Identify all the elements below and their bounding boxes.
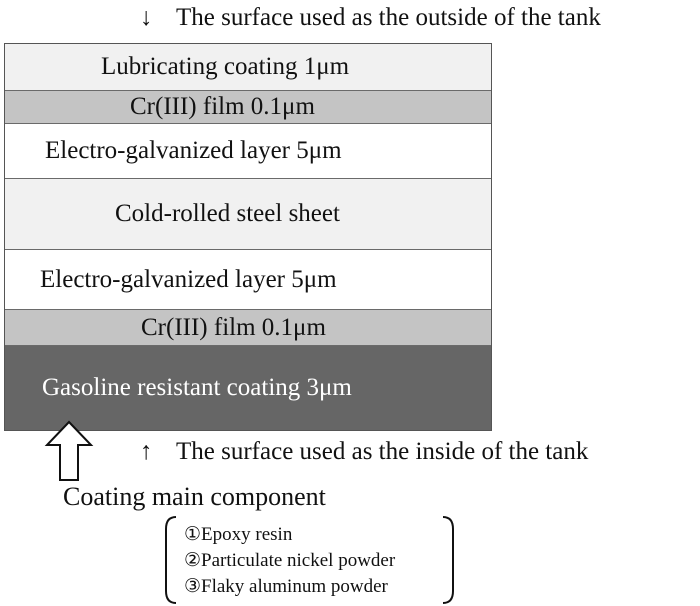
layer-cr-film-top: Cr(III) film 0.1μm: [5, 91, 491, 124]
layer-label: Gasoline resistant coating 3μm: [42, 374, 352, 401]
layer-label: Electro-galvanized layer 5μm: [40, 265, 337, 293]
right-bracket-icon: [442, 516, 454, 604]
layer-label: Lubricating coating 1μm: [101, 53, 350, 80]
layer-label: Cold-rolled steel sheet: [115, 200, 340, 227]
list-item: ①Epoxy resin: [184, 524, 293, 545]
coating-component-list: ①Epoxy resin ②Particulate nickel powder …: [184, 522, 395, 600]
layer-electro-galvanized-top: Electro-galvanized layer 5μm: [5, 124, 491, 179]
layer-gasoline-resistant-coating: Gasoline resistant coating 3μm: [5, 346, 491, 430]
down-arrow-icon: ↓: [140, 4, 153, 31]
inside-surface-note: ↑ The surface used as the inside of the t…: [140, 436, 588, 468]
layer-label: Cr(III) film 0.1μm: [141, 313, 326, 341]
left-bracket-icon: [165, 516, 177, 604]
outside-surface-label: The surface used as the outside of the t…: [176, 4, 601, 31]
list-item: ③Flaky aluminum powder: [184, 576, 388, 597]
inside-surface-label: The surface used as the inside of the ta…: [176, 438, 589, 465]
layer-cr-film-bottom: Cr(III) film 0.1μm: [5, 310, 491, 346]
list-item: ②Particulate nickel powder: [184, 550, 396, 571]
layer-lubricating-coating: Lubricating coating 1μm: [5, 44, 491, 91]
layer-electro-galvanized-bottom: Electro-galvanized layer 5μm: [5, 250, 491, 310]
coating-main-component-title: Coating main component: [63, 482, 326, 511]
outside-surface-note: ↓ The surface used as the outside of the …: [140, 2, 601, 34]
layer-cold-rolled-steel: Cold-rolled steel sheet: [5, 179, 491, 250]
layer-stack: Lubricating coating 1μm Cr(III) film 0.1…: [4, 43, 492, 431]
layer-label: Cr(III) film 0.1μm: [130, 93, 315, 120]
hollow-up-arrow-icon: [44, 420, 94, 481]
up-arrow-icon: ↑: [140, 438, 153, 465]
layer-label: Electro-galvanized layer 5μm: [45, 137, 342, 164]
